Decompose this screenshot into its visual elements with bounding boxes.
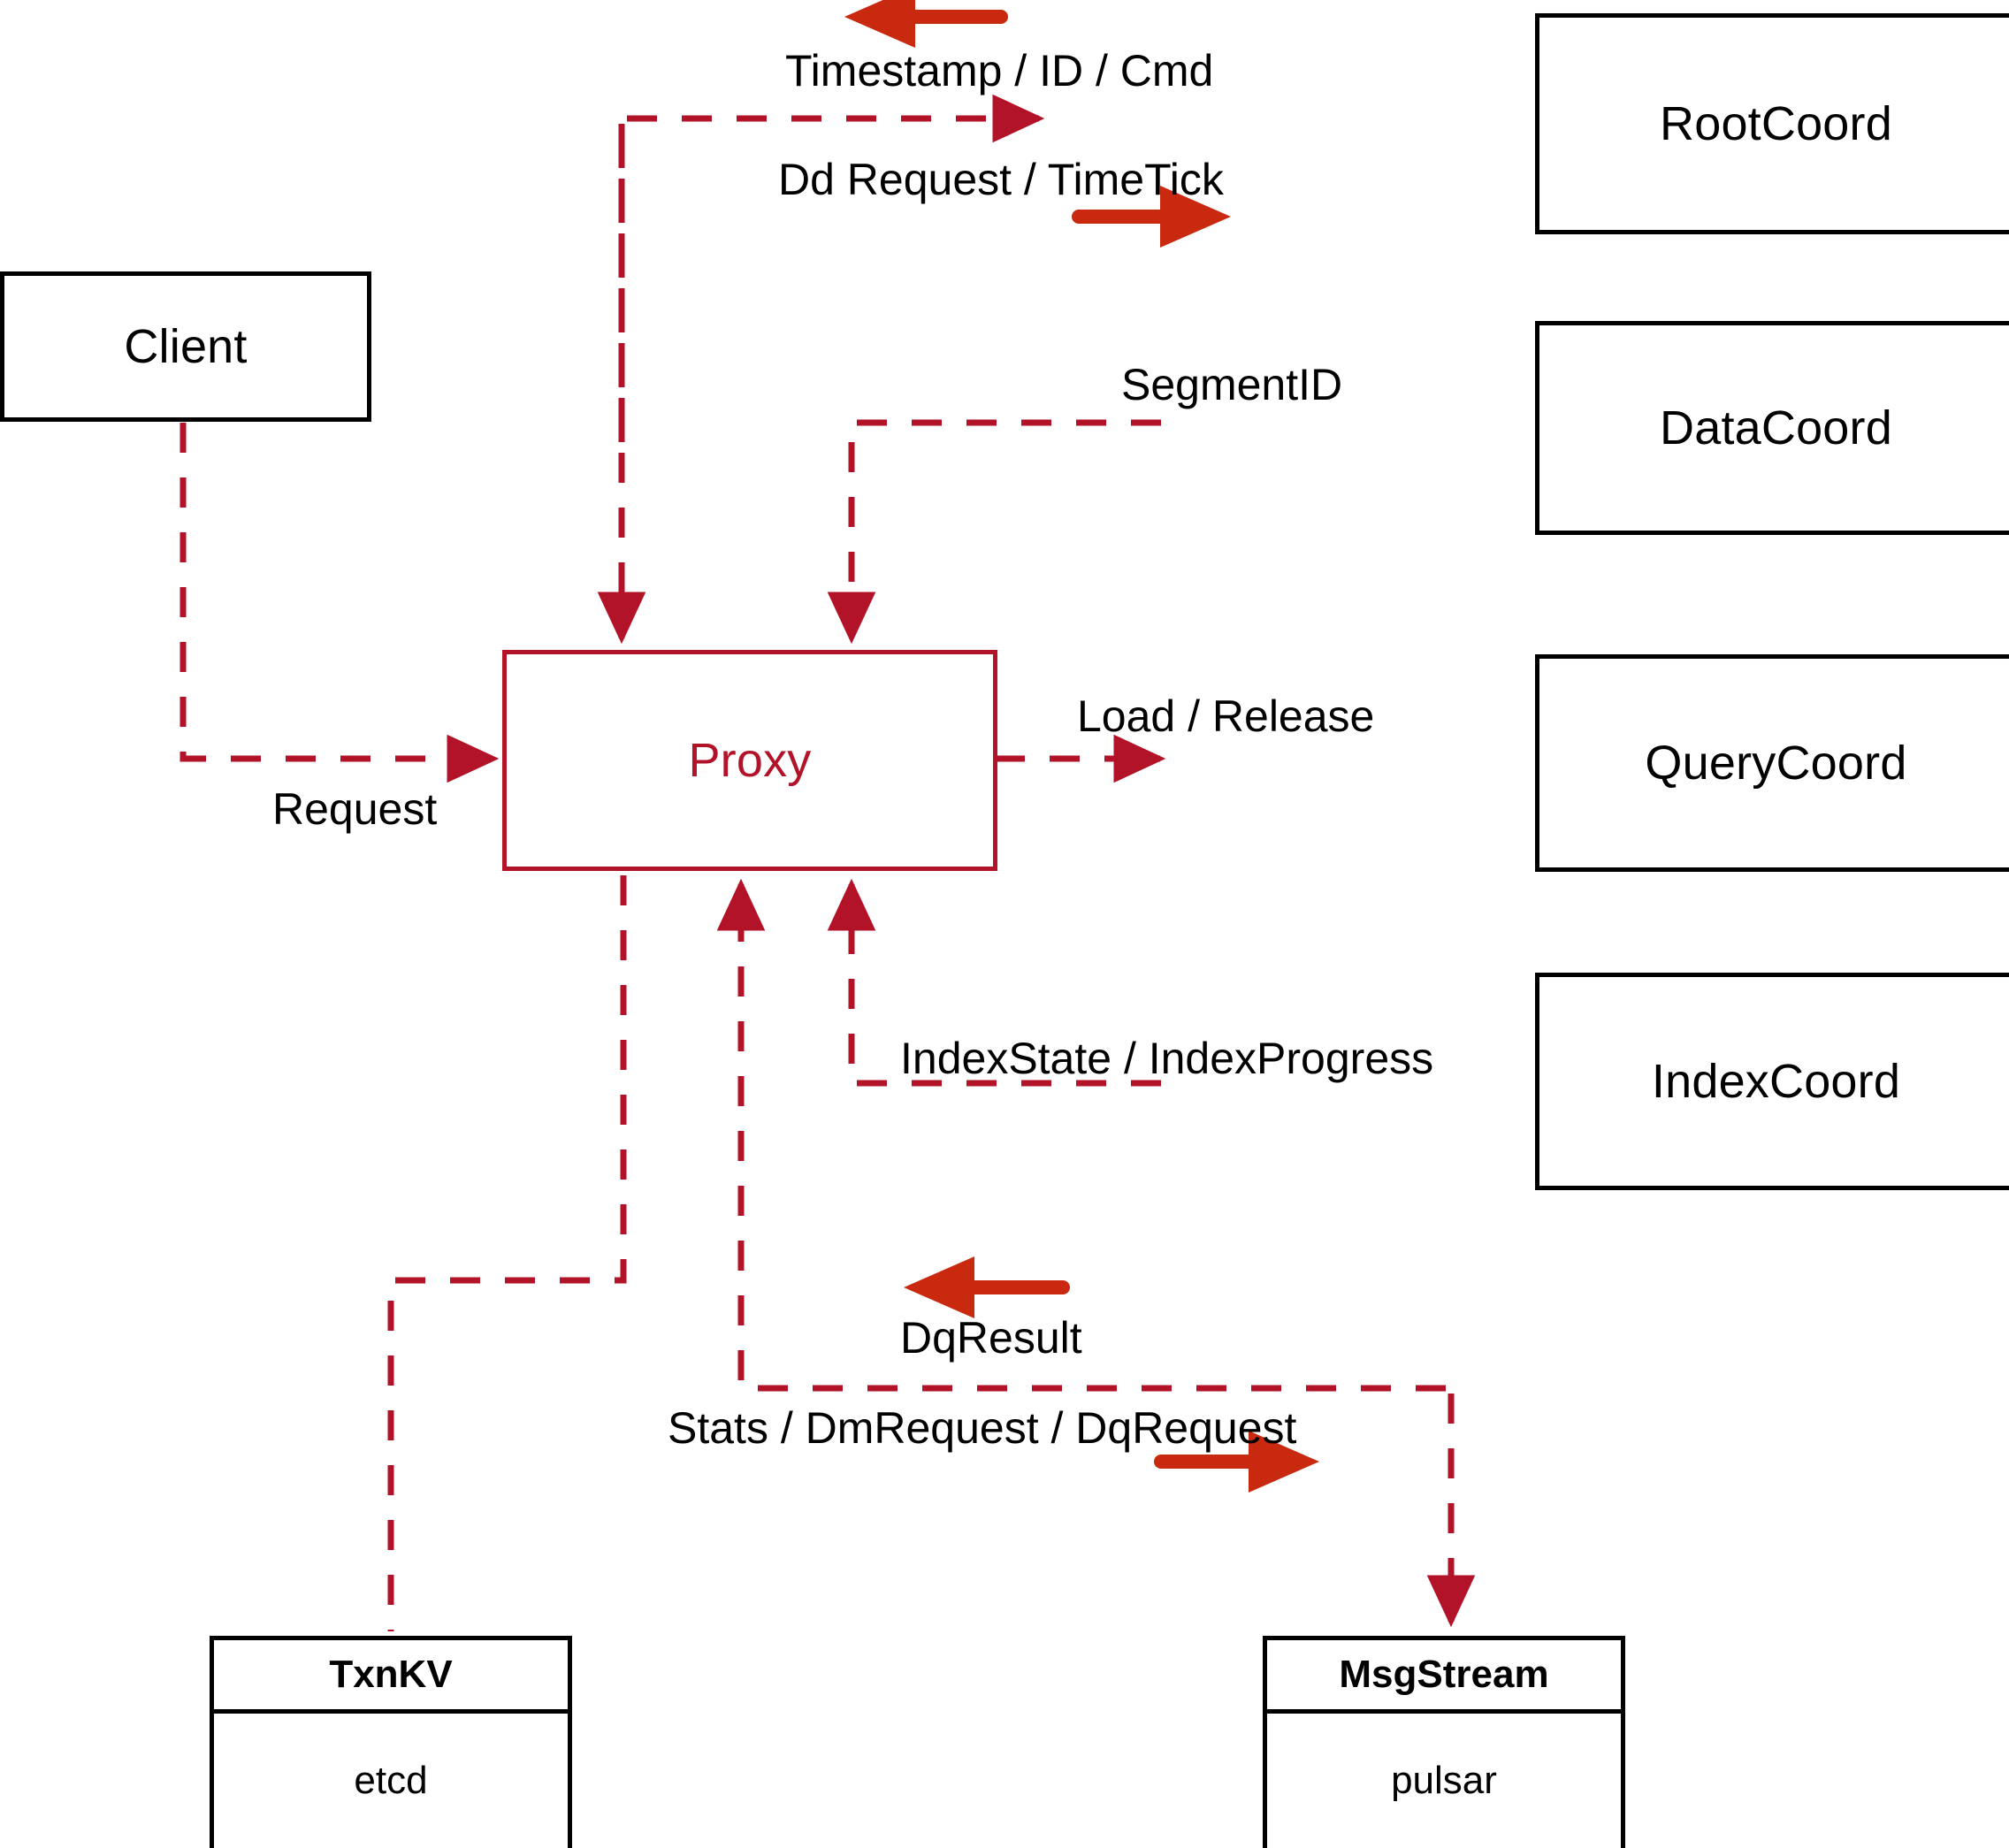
- node-proxy-label: Proxy: [688, 734, 812, 787]
- node-txnkv-body: etcd: [354, 1759, 428, 1802]
- node-indexcoord[interactable]: IndexCoord: [1535, 973, 2009, 1190]
- edge-datacoord-to-proxy: [827, 419, 1161, 645]
- edge-label-load-release: Load / Release: [1077, 691, 1375, 741]
- node-datacoord[interactable]: DataCoord: [1535, 321, 2009, 535]
- node-client[interactable]: Client: [0, 271, 371, 422]
- node-indexcoord-label: IndexCoord: [1651, 1055, 1901, 1108]
- node-querycoord-label: QueryCoord: [1645, 737, 1907, 790]
- arrow-timestamp-id-cmd: [844, 0, 1008, 48]
- edge-msgstream-to-proxy: [716, 878, 1446, 1392]
- edge-label-segment-id: SegmentID: [1121, 360, 1343, 409]
- arrow-dq-result: [904, 1256, 1070, 1318]
- node-querycoord[interactable]: QueryCoord: [1535, 654, 2009, 872]
- node-rootcoord-label: RootCoord: [1660, 97, 1892, 150]
- node-msgstream-header: MsgStream: [1267, 1640, 1621, 1714]
- edge-label-dd-request-timetick: Dd Request / TimeTick: [778, 155, 1224, 204]
- edge-label-index-state-progress: IndexState / IndexProgress: [900, 1034, 1434, 1083]
- edge-label-request: Request: [272, 784, 438, 834]
- edge-label-dq-result: DqResult: [900, 1313, 1082, 1363]
- edge-label-timestamp-id-cmd: Timestamp / ID / Cmd: [785, 46, 1214, 95]
- edge-label-stats-dm-dq-request: Stats / DmRequest / DqRequest: [668, 1403, 1297, 1453]
- node-datacoord-label: DataCoord: [1660, 401, 1892, 454]
- edge-proxy-to-txnkv: [387, 875, 627, 1631]
- node-proxy[interactable]: Proxy: [502, 650, 997, 871]
- node-msgstream-body: pulsar: [1391, 1759, 1497, 1802]
- node-txnkv-header: TxnKV: [214, 1640, 568, 1714]
- node-rootcoord[interactable]: RootCoord: [1535, 13, 2009, 234]
- node-msgstream[interactable]: MsgStream pulsar: [1263, 1636, 1625, 1848]
- node-txnkv[interactable]: TxnKV etcd: [210, 1636, 572, 1848]
- edge-client-to-proxy: [180, 423, 500, 783]
- node-client-label: Client: [124, 320, 248, 373]
